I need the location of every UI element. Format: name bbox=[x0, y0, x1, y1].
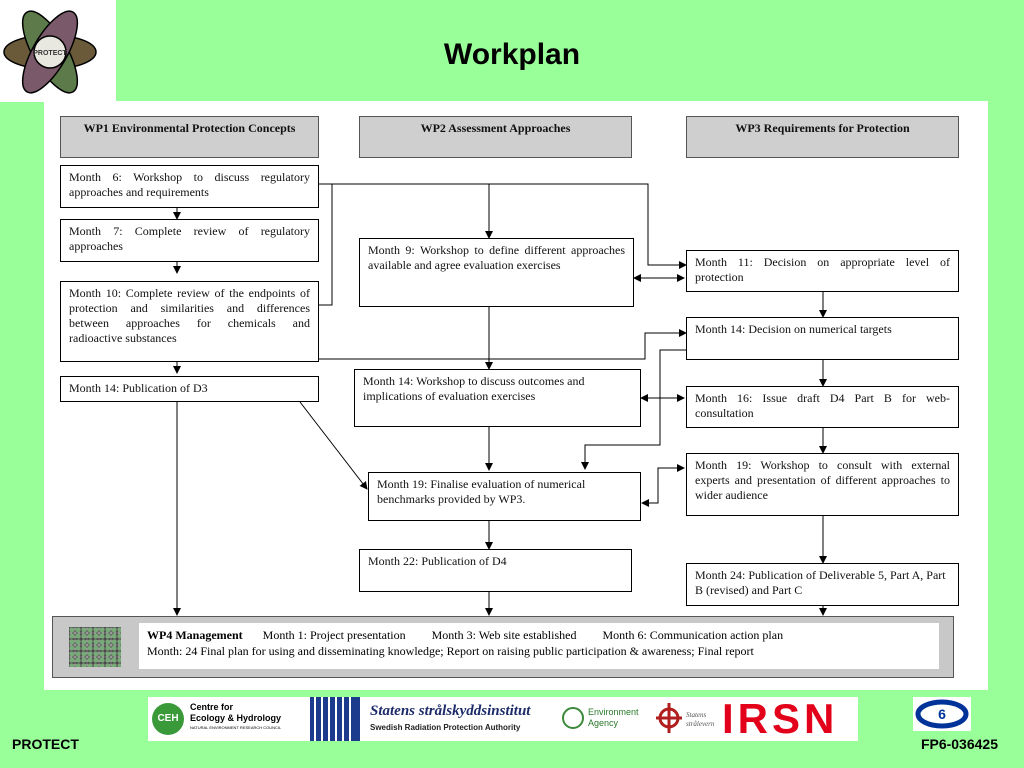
sponsor-logos: CEH Centre for Ecology & Hydrology NATUR… bbox=[148, 697, 858, 741]
wp2-month14-box: Month 14: Workshop to discuss outcomes a… bbox=[354, 369, 641, 427]
management-image bbox=[69, 627, 121, 667]
ssi-sub: Swedish Radiation Protection Authority bbox=[370, 723, 521, 732]
environment-agency-icon bbox=[562, 707, 584, 729]
nrpa-name-2: strålevern bbox=[686, 720, 715, 728]
wp4-month1: Month 1: Project presentation bbox=[262, 628, 406, 642]
ssi-logo: Statens strålskyddsinstitut Swedish Radi… bbox=[370, 697, 555, 741]
nrpa-name-1: Statens bbox=[686, 711, 707, 719]
wp4-title: WP4 Management bbox=[147, 628, 243, 642]
ssi-name: Statens strålskyddsinstitut bbox=[370, 703, 531, 719]
irsn-logo: IRSN bbox=[722, 695, 839, 742]
wp1-month6-box: Month 6: Workshop to discuss regulatory … bbox=[60, 165, 319, 208]
protect-atom-logo-icon: PROTECT bbox=[3, 10, 97, 94]
footer-right: FP6-036425 bbox=[920, 736, 998, 752]
wp1-month14-box: Month 14: Publication of D3 bbox=[60, 376, 319, 402]
wp2-month22-box: Month 22: Publication of D4 bbox=[359, 549, 632, 592]
protect-logo: PROTECT bbox=[0, 0, 116, 102]
connector-lines bbox=[173, 183, 827, 616]
wp3-month19-box: Month 19: Workshop to consult with exter… bbox=[686, 453, 959, 516]
wp3-month14-box: Month 14: Decision on numerical targets bbox=[686, 317, 959, 360]
wp4-text: WP4 Management Month 1: Project presentat… bbox=[139, 623, 939, 669]
wp1-header: WP1 Environmental Protection Concepts bbox=[60, 116, 319, 158]
ssi-stripes-icon bbox=[310, 697, 360, 741]
footer-left: PROTECT bbox=[12, 736, 79, 752]
ceh-circle-icon: CEH bbox=[152, 703, 184, 735]
wp2-month19-box: Month 19: Finalise evaluation of numeric… bbox=[368, 472, 641, 521]
eu-fp6-emblem-icon: 6 bbox=[913, 697, 971, 731]
ceh-logo: CEH Centre for Ecology & Hydrology NATUR… bbox=[150, 697, 308, 741]
wp2-month9-box: Month 9: Workshop to define different ap… bbox=[359, 238, 634, 307]
wp4-management-bar: WP4 Management Month 1: Project presentat… bbox=[52, 616, 954, 678]
nrpa-logo: Statens strålevern bbox=[654, 697, 718, 741]
wp4-line2: Month: 24 Final plan for using and disse… bbox=[147, 644, 754, 658]
ceh-sub: NATURAL ENVIRONMENT RESEARCH COUNCIL bbox=[190, 725, 282, 730]
wp3-header: WP3 Requirements for Protection bbox=[686, 116, 959, 158]
workplan-diagram: WP1 Environmental Protection Concepts WP… bbox=[44, 101, 988, 690]
page-title: Workplan bbox=[443, 38, 581, 71]
ea-name-1: Environment bbox=[588, 707, 639, 717]
ceh-name-1: Centre for bbox=[190, 702, 234, 712]
wp3-month11-box: Month 11: Decision on appropriate level … bbox=[686, 250, 959, 292]
environment-agency-logo: Environment Agency bbox=[560, 697, 652, 741]
ea-name-2: Agency bbox=[588, 718, 619, 728]
wp1-month7-box: Month 7: Complete review of regulatory a… bbox=[60, 219, 319, 262]
ceh-name-2: Ecology & Hydrology bbox=[190, 713, 282, 723]
logo-text: PROTECT bbox=[33, 50, 67, 57]
wp4-month3: Month 3: Web site established bbox=[431, 628, 577, 642]
wp4-month6: Month 6: Communication action plan bbox=[602, 628, 784, 642]
nrpa-cross-icon bbox=[656, 703, 682, 733]
wp3-month24-box: Month 24: Publication of Deliverable 5, … bbox=[686, 563, 959, 606]
svg-text:6: 6 bbox=[938, 706, 946, 722]
wp3-month16-box: Month 16: Issue draft D4 Part B for web-… bbox=[686, 386, 959, 428]
wp1-month10-box: Month 10: Complete review of the endpoin… bbox=[60, 281, 319, 362]
wp2-header: WP2 Assessment Approaches bbox=[359, 116, 632, 158]
